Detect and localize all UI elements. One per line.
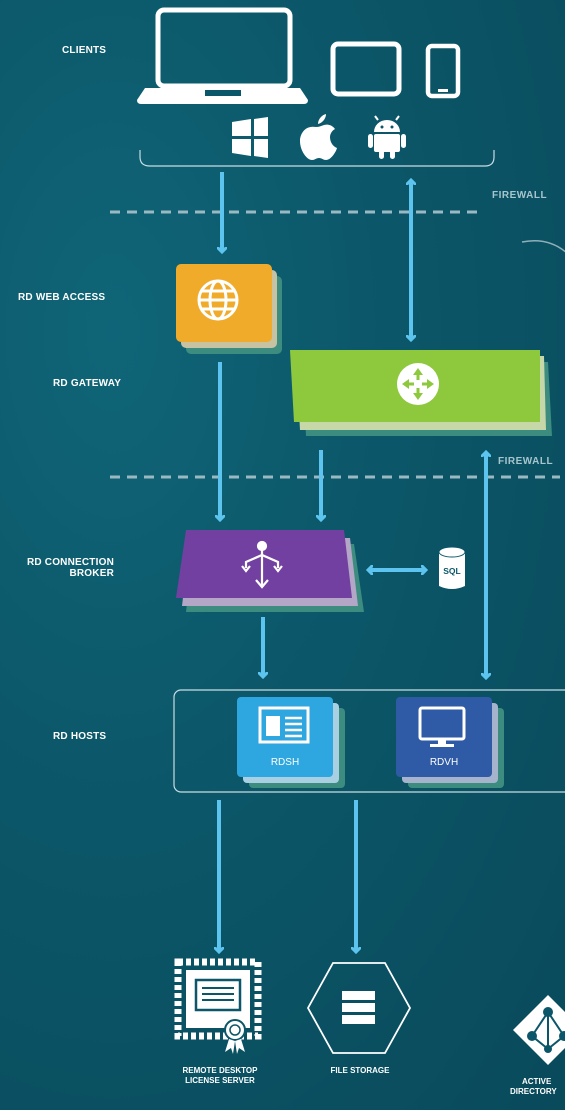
rdvh-label: RDVH (429, 757, 459, 768)
label-rd-hosts: RD HOSTS (53, 731, 107, 742)
active-directory-label-line2: DIRECTORY (510, 1087, 557, 1096)
firewall-label-1: FIREWALL (492, 190, 548, 201)
rd-connection-broker-box[interactable] (176, 530, 364, 612)
rd-hosts-container (173, 689, 565, 793)
rd-web-access-box[interactable] (176, 264, 282, 354)
phone-icon (425, 43, 461, 99)
window-layout-icon (258, 706, 310, 744)
active-directory-label: ACTIVE DIRECTORY (510, 1077, 565, 1097)
broker-icon (241, 540, 283, 589)
monitor-icon (418, 706, 466, 747)
active-directory-icon (513, 995, 565, 1065)
firewall-label-2: FIREWALL (498, 456, 554, 467)
android-icon (368, 115, 406, 159)
active-directory-label-line1: ACTIVE (522, 1077, 552, 1086)
label-rd-connection-broker-line1: RD CONNECTION (26, 557, 114, 568)
laptop-icon (137, 7, 308, 104)
rdvh-box[interactable] (396, 697, 504, 788)
certificate-icon (174, 958, 262, 1054)
license-server-label-line1: REMOTE DESKTOP (182, 1066, 258, 1075)
license-server-label: REMOTE DESKTOP LICENSE SERVER (160, 1066, 280, 1086)
arrows (219, 172, 486, 952)
license-server-label-line2: LICENSE SERVER (185, 1076, 255, 1085)
apple-icon (300, 114, 337, 160)
label-clients: CLIENTS (62, 45, 107, 56)
globe-icon (197, 279, 239, 321)
sql-label: SQL (443, 566, 460, 576)
rdsh-box[interactable] (237, 697, 345, 788)
label-rd-gateway: RD GATEWAY (53, 378, 122, 389)
sql-database-icon: SQL (438, 546, 466, 589)
label-rd-connection-broker: RD CONNECTION BROKER (10, 557, 114, 579)
rd-gateway-box[interactable] (290, 350, 552, 436)
tablet-icon (330, 41, 402, 97)
label-rd-web-access: RD WEB ACCESS (18, 292, 106, 303)
clients-bracket (139, 150, 495, 167)
decorative-arc (521, 240, 565, 253)
router-icon (397, 363, 439, 405)
label-rd-connection-broker-line2: BROKER (69, 568, 114, 579)
rdsh-label: RDSH (270, 757, 300, 768)
windows-icon (232, 117, 268, 158)
file-storage-label: FILE STORAGE (330, 1066, 390, 1075)
file-storage-icon (306, 962, 412, 1054)
